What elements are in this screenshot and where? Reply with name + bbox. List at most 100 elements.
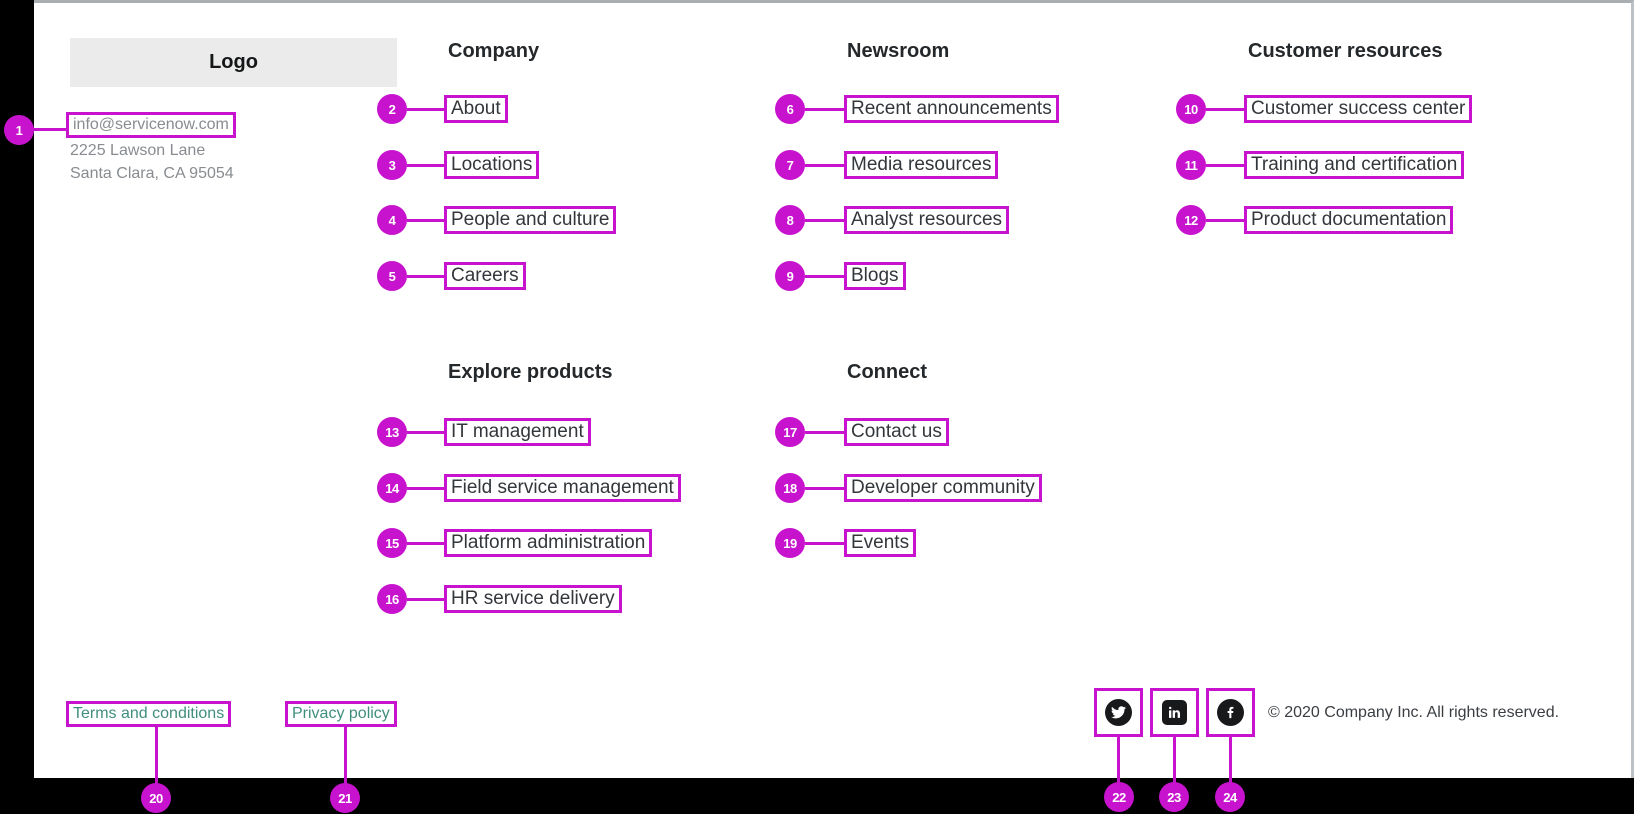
footer-link-blogs[interactable]: Blogs — [851, 265, 899, 286]
annotation-connector-8 — [805, 218, 844, 222]
annotation-badge-4: 4 — [377, 205, 407, 235]
address-line-2: Santa Clara, CA 95054 — [70, 165, 234, 182]
annotation-box-people-and-culture: People and culture — [444, 206, 617, 234]
annotation-box-hr-service-delivery: HR service delivery — [444, 585, 622, 613]
annotation-box-blogs: Blogs — [844, 262, 906, 290]
annotation-badge-13: 13 — [377, 417, 407, 447]
privacy-policy-link[interactable]: Privacy policy — [292, 705, 390, 722]
annotation-badge-17: 17 — [775, 417, 805, 447]
annotated-row-7: 7 Media resources — [775, 150, 999, 180]
annotation-connector-14 — [407, 486, 444, 490]
annotation-badge-10: 10 — [1176, 94, 1206, 124]
annotation-connector-4 — [407, 218, 444, 222]
annotation-badge-2: 2 — [377, 94, 407, 124]
annotation-badge-23: 23 — [1159, 782, 1189, 812]
annotation-box-twitter — [1094, 688, 1143, 737]
annotation-badge-20: 20 — [141, 783, 171, 813]
annotation-box-it-management: IT management — [444, 418, 591, 446]
footer-link-recent-announcements[interactable]: Recent announcements — [851, 98, 1052, 119]
annotation-badge-5: 5 — [377, 261, 407, 291]
annotated-row-17: 17 Contact us — [775, 417, 949, 447]
footer-link-locations[interactable]: Locations — [451, 154, 533, 175]
annotated-row-10: 10 Customer success center — [1176, 94, 1473, 124]
annotation-badge-1: 1 — [4, 115, 34, 145]
twitter-icon — [1105, 699, 1132, 726]
annotation-box-about: About — [444, 95, 508, 123]
page-background — [34, 0, 1634, 778]
annotation-connector-20 — [155, 727, 158, 783]
footer-link-analyst-resources[interactable]: Analyst resources — [851, 209, 1003, 230]
annotation-badge-9: 9 — [775, 261, 805, 291]
annotation-box-terms: Terms and conditions — [66, 701, 232, 727]
annotated-row-16: 16 HR service delivery — [377, 584, 622, 614]
annotated-row-5: 5 Careers — [377, 261, 526, 291]
annotation-badge-14: 14 — [377, 473, 407, 503]
annotation-connector-16 — [407, 597, 444, 601]
logo-label: Logo — [209, 51, 258, 73]
footer-link-about[interactable]: About — [451, 98, 501, 119]
annotation-connector-3 — [407, 163, 444, 167]
footer-link-people-and-culture[interactable]: People and culture — [451, 209, 610, 230]
footer-link-contact-us[interactable]: Contact us — [851, 421, 942, 442]
annotation-box-platform-administration: Platform administration — [444, 529, 653, 557]
annotation-badge-24: 24 — [1215, 782, 1245, 812]
terms-and-conditions-link[interactable]: Terms and conditions — [73, 705, 225, 722]
annotation-connector-13 — [407, 430, 444, 434]
annotation-box-product-documentation: Product documentation — [1244, 206, 1454, 234]
footer-link-platform-administration[interactable]: Platform administration — [451, 532, 646, 553]
footer-link-hr-service-delivery[interactable]: HR service delivery — [451, 588, 615, 609]
facebook-link[interactable] — [1217, 699, 1244, 726]
annotated-row-8: 8 Analyst resources — [775, 205, 1010, 235]
column-header-connect: Connect — [847, 361, 927, 383]
email-link[interactable]: info@servicenow.com — [73, 116, 229, 133]
annotation-connector-15 — [407, 541, 444, 545]
footer-link-customer-success-center[interactable]: Customer success center — [1251, 98, 1466, 119]
annotation-badge-16: 16 — [377, 584, 407, 614]
annotation-box-facebook — [1206, 688, 1255, 737]
annotation-box-training-and-certification: Training and certification — [1244, 151, 1465, 179]
annotation-connector-5 — [407, 274, 444, 278]
footer-link-it-management[interactable]: IT management — [451, 421, 584, 442]
footer-link-careers[interactable]: Careers — [451, 265, 519, 286]
footer-link-product-documentation[interactable]: Product documentation — [1251, 209, 1447, 230]
annotation-box-contact-us: Contact us — [844, 418, 949, 446]
annotation-box-careers: Careers — [444, 262, 526, 290]
column-header-company: Company — [448, 40, 540, 62]
annotated-row-12: 12 Product documentation — [1176, 205, 1454, 235]
annotation-connector-9 — [805, 274, 844, 278]
annotation-connector-11 — [1206, 163, 1244, 167]
annotation-connector-12 — [1206, 218, 1244, 222]
annotated-row-3: 3 Locations — [377, 150, 540, 180]
logo: Logo — [70, 38, 397, 87]
annotation-connector-19 — [805, 541, 844, 545]
annotated-row-9: 9 Blogs — [775, 261, 906, 291]
annotation-connector-22 — [1117, 737, 1120, 783]
twitter-link[interactable] — [1105, 699, 1132, 726]
annotation-connector-21 — [344, 727, 347, 783]
annotation-badge-21: 21 — [330, 783, 360, 813]
annotation-box-analyst-resources: Analyst resources — [844, 206, 1010, 234]
annotated-row-13: 13 IT management — [377, 417, 591, 447]
footer-link-field-service-management[interactable]: Field service management — [451, 477, 674, 498]
facebook-icon — [1217, 699, 1244, 726]
annotation-box-email: info@servicenow.com — [66, 112, 236, 138]
footer-link-developer-community[interactable]: Developer community — [851, 477, 1035, 498]
annotated-row-14: 14 Field service management — [377, 473, 681, 503]
footer-link-events[interactable]: Events — [851, 532, 910, 553]
annotation-box-customer-success-center: Customer success center — [1244, 95, 1473, 123]
annotation-badge-7: 7 — [775, 150, 805, 180]
annotation-badge-8: 8 — [775, 205, 805, 235]
annotation-badge-12: 12 — [1176, 205, 1206, 235]
column-header-explore-products: Explore products — [448, 361, 613, 383]
annotation-badge-15: 15 — [377, 528, 407, 558]
annotation-badge-3: 3 — [377, 150, 407, 180]
annotation-connector-24 — [1229, 737, 1232, 783]
footer-link-media-resources[interactable]: Media resources — [851, 154, 992, 175]
linkedin-link[interactable] — [1162, 700, 1187, 725]
footer-link-training-and-certification[interactable]: Training and certification — [1251, 154, 1458, 175]
